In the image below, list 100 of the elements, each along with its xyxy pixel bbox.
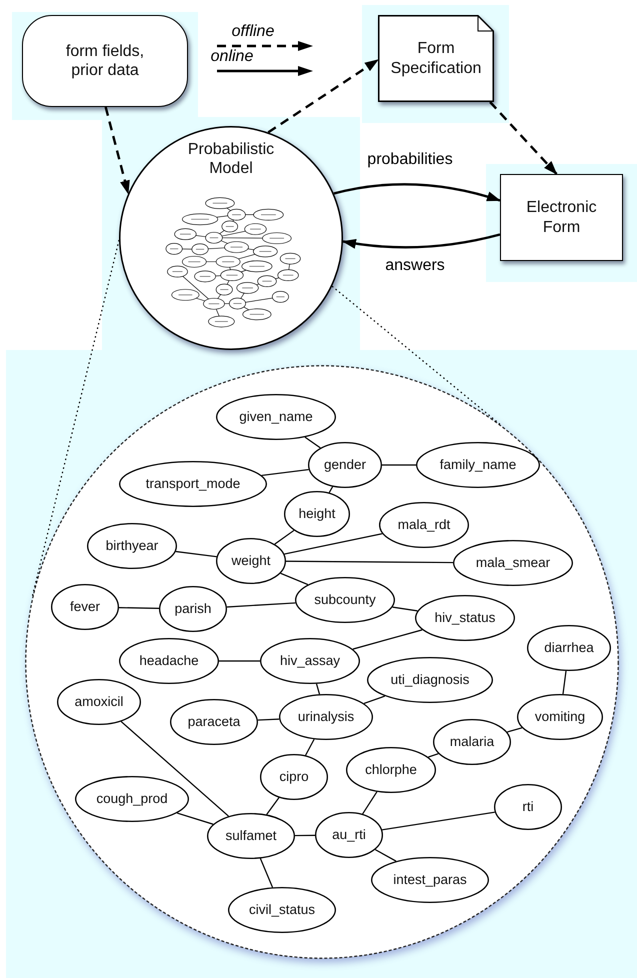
connector-line [506,727,522,733]
variable-ellipse [260,638,360,684]
connector-line [352,629,422,650]
variable-ellipse [453,540,573,586]
dashed-arrow [489,101,558,175]
variable-label: parish [174,600,212,618]
variable-ellipse [207,813,295,859]
dashed-arrow [268,58,379,134]
variable-label: rti [522,798,534,816]
variable-ellipse [159,586,227,632]
connector-line [284,533,382,555]
connector-line [562,670,567,694]
variable-ellipse [87,523,177,569]
variable-label: mala_rdt [398,516,450,534]
connector-line [364,695,386,704]
connector-line [286,560,454,564]
connector-line [280,572,308,586]
variable-ellipse [279,694,373,740]
variable-ellipse [379,502,469,548]
node-label: Form Specification [390,39,482,78]
node-label: form fields, prior data [64,42,146,80]
connector-line [258,718,280,721]
edge-label: answers [385,257,445,275]
variable-label: chlorphe [365,762,417,778]
variable-ellipse [494,784,562,830]
connector-line [176,812,214,825]
variable-label: birthyear [106,538,158,554]
variable-label: mala_smear [476,554,550,572]
arrow [342,233,500,249]
variable-ellipse [57,679,141,725]
variable-label: given_name [239,408,313,426]
dotted-zoom-line [332,286,500,425]
variable-ellipse [284,491,350,537]
variable-label: amoxicil [74,694,124,710]
connector-line [219,660,260,662]
variable-ellipse [433,719,511,765]
connector-line [260,858,274,888]
connector-line [294,834,316,836]
dashed-arrow [104,106,130,195]
arrow [334,183,501,202]
variable-label: intest_paras [393,872,467,888]
connector-line [120,721,229,817]
connector-line [316,684,320,694]
connector-line [428,753,439,758]
variable-ellipse [75,776,189,822]
process-box [500,174,623,261]
connector-line [382,464,416,466]
dotted-zoom-line [32,240,120,597]
connector-line [274,530,294,545]
rounded-box [22,15,188,107]
variable-label: urinalysis [298,708,354,726]
variable-ellipse [228,887,336,933]
variable-ellipse [346,747,436,793]
legend-label: offline [232,23,274,41]
variable-label: diarrhea [544,640,594,656]
variable-label: paraceta [188,714,240,730]
variable-ellipse [216,394,336,440]
node-label: Electronic Form [525,198,598,237]
variable-label: vomiting [534,708,586,726]
variable-ellipse [371,857,489,903]
variable-label: cipro [279,768,309,786]
variable-label: civil_status [248,902,316,918]
connector-line [305,738,315,756]
document-shape [378,15,494,102]
variable-label: transport_mode [146,476,240,492]
connector-line [362,792,378,814]
variable-ellipse [416,442,540,488]
variable-label: uti_diagnosis [390,672,470,688]
model-circle [119,126,343,350]
variable-label: headache [139,652,199,670]
variable-ellipse [119,461,267,507]
variable-ellipse [216,538,286,584]
variable-label: height [298,506,336,522]
connector-line [392,606,418,612]
legend-label: online [210,48,254,66]
variable-label: hiv_assay [280,652,340,670]
node-label: Probabilistic Model [186,140,276,178]
variable-ellipse [119,638,219,684]
variable-label: cough_prod [96,790,168,808]
variable-ellipse [517,694,603,740]
connector-line [382,812,495,830]
connector-line [262,468,309,476]
connector-line [226,602,296,608]
variable-ellipse [315,812,383,858]
variable-label: family_name [440,456,516,474]
variable-ellipse [170,699,258,745]
connector-line [176,550,217,558]
variable-label: sulfamet [225,828,277,844]
variable-label: hiv_status [434,610,496,626]
zoom-circle [25,365,619,959]
variable-label: malaria [450,734,494,750]
variable-ellipse [527,625,611,671]
connector-line [118,607,160,609]
variable-label: au_rti [332,826,366,844]
variable-label: fever [70,598,100,616]
connector-line [328,486,334,493]
variable-ellipse [415,595,515,641]
variable-ellipse [260,754,328,800]
connector-line [374,849,396,862]
variable-ellipse [367,657,493,703]
